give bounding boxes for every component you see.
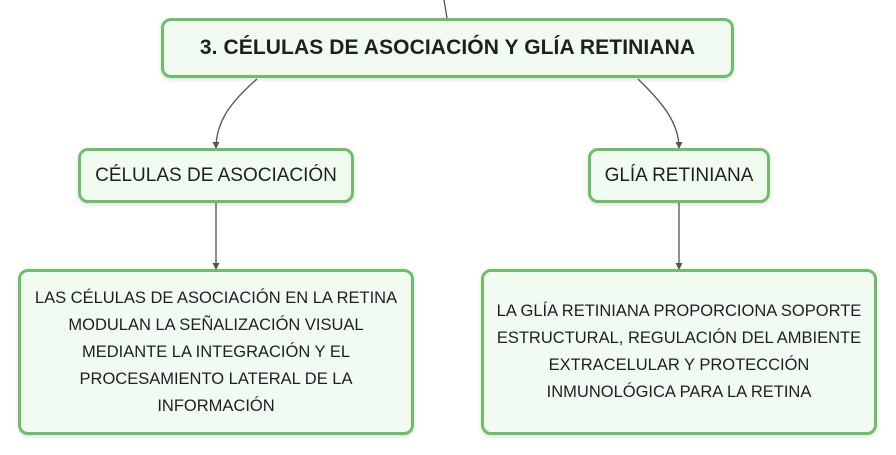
main-topic-label: 3. CÉLULAS DE ASOCIACIÓN Y GLÍA RETINIAN…: [199, 36, 696, 59]
connector-main-to-right: [637, 78, 680, 149]
subtopic-label: GLÍA RETINIANA: [604, 164, 754, 186]
main-topic-node[interactable]: 3. CÉLULAS DE ASOCIACIÓN Y GLÍA RETINIAN…: [161, 18, 734, 78]
arrowhead-right-desc: [675, 263, 683, 270]
arrowhead-left-desc: [212, 263, 220, 270]
subtopic-node-glia-retiniana[interactable]: GLÍA RETINIANA: [588, 148, 770, 203]
description-text: LAS CÉLULAS DE ASOCIACIÓN EN LA RETINA M…: [34, 288, 398, 415]
subtopic-node-celulas-asociacion[interactable]: CÉLULAS DE ASOCIACIÓN: [78, 148, 354, 203]
connector-main-to-left: [215, 78, 258, 149]
subtopic-label: CÉLULAS DE ASOCIACIÓN: [95, 164, 337, 186]
arrowhead-left: [212, 142, 220, 149]
connector-parent-to-main: [443, 0, 448, 19]
description-node-celulas-asociacion[interactable]: LAS CÉLULAS DE ASOCIACIÓN EN LA RETINA M…: [18, 269, 414, 435]
arrowhead-right: [675, 142, 683, 149]
description-node-glia-retiniana[interactable]: LA GLÍA RETINIANA PROPORCIONA SOPORTE ES…: [481, 269, 877, 435]
description-text: LA GLÍA RETINIANA PROPORCIONA SOPORTE ES…: [496, 302, 862, 401]
